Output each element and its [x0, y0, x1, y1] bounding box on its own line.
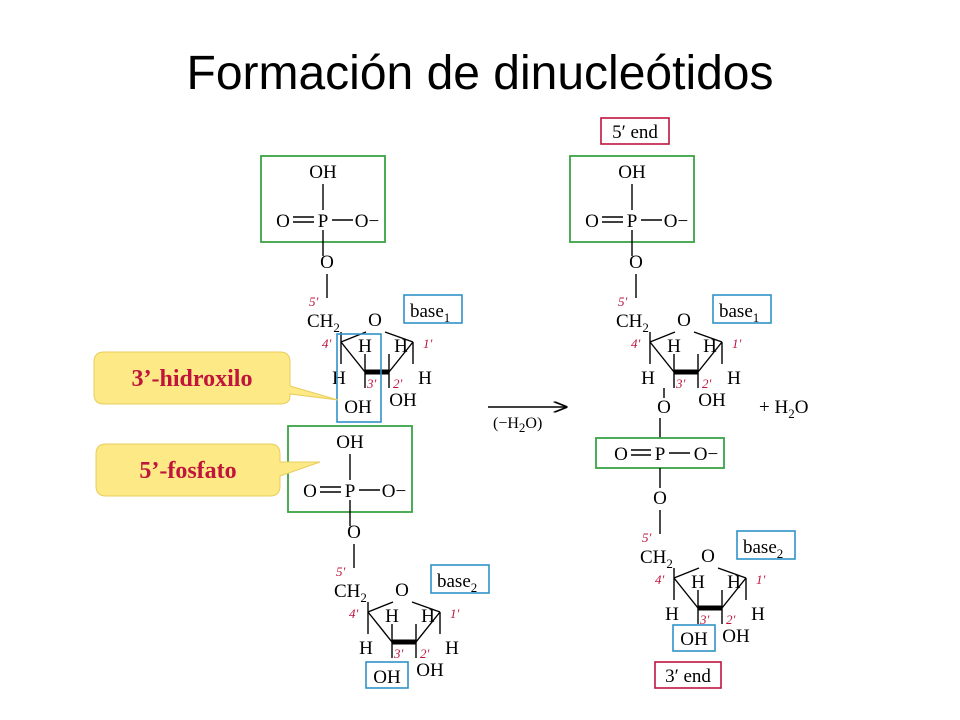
linkage-phosphorus: P — [655, 444, 666, 465]
callout-hydroxyl-text: 3’-hidroxilo — [132, 366, 253, 392]
left-nucleotide-2: base2 OH — [287, 425, 490, 689]
callout-phosphate-text: 5’-fosfato — [139, 458, 236, 484]
oh-box-right — [672, 624, 716, 652]
water-loss-label: (−H2O) — [493, 415, 542, 435]
slide-title: Formación de dinucleótidos — [186, 47, 774, 100]
base2-right: base2 — [743, 537, 783, 561]
oh-3prime-left2: OH — [373, 667, 401, 688]
bridge-oxygen: O — [657, 397, 671, 418]
linkage-o-minus: O− — [694, 444, 718, 465]
reaction-arrow: (−H2O) — [488, 407, 566, 435]
oh-3prime-left1: OH — [344, 397, 372, 418]
base1-right: base1 — [719, 301, 759, 325]
base2-box-left — [430, 564, 490, 594]
five-end-label: 5′ end — [612, 122, 658, 143]
callout-phosphate: 5’-fosfato — [95, 443, 321, 497]
left-nucleotide-1: base1 OH — [260, 155, 463, 423]
oh-3prime-right: OH — [680, 629, 708, 650]
linkage-o-double: O — [614, 444, 628, 465]
five-end-box — [600, 117, 670, 145]
right-dinucleotide: 5′ end base1 O + H2O O P O− base2 OH 3′ … — [569, 117, 808, 689]
oh-box-left2 — [365, 661, 409, 689]
plus-water: + H2O — [759, 397, 808, 421]
three-end-label: 3′ end — [665, 666, 711, 687]
base2-left: base2 — [437, 571, 477, 595]
hydroxyl-highlight-box — [336, 333, 382, 423]
base1-box-right — [712, 294, 772, 324]
three-end-box — [654, 661, 722, 689]
callout-hydroxyl: 3’-hidroxilo — [93, 351, 339, 405]
base1-left: base1 — [410, 301, 450, 325]
base2-box-right — [736, 530, 796, 560]
base1-box-left — [403, 294, 463, 324]
